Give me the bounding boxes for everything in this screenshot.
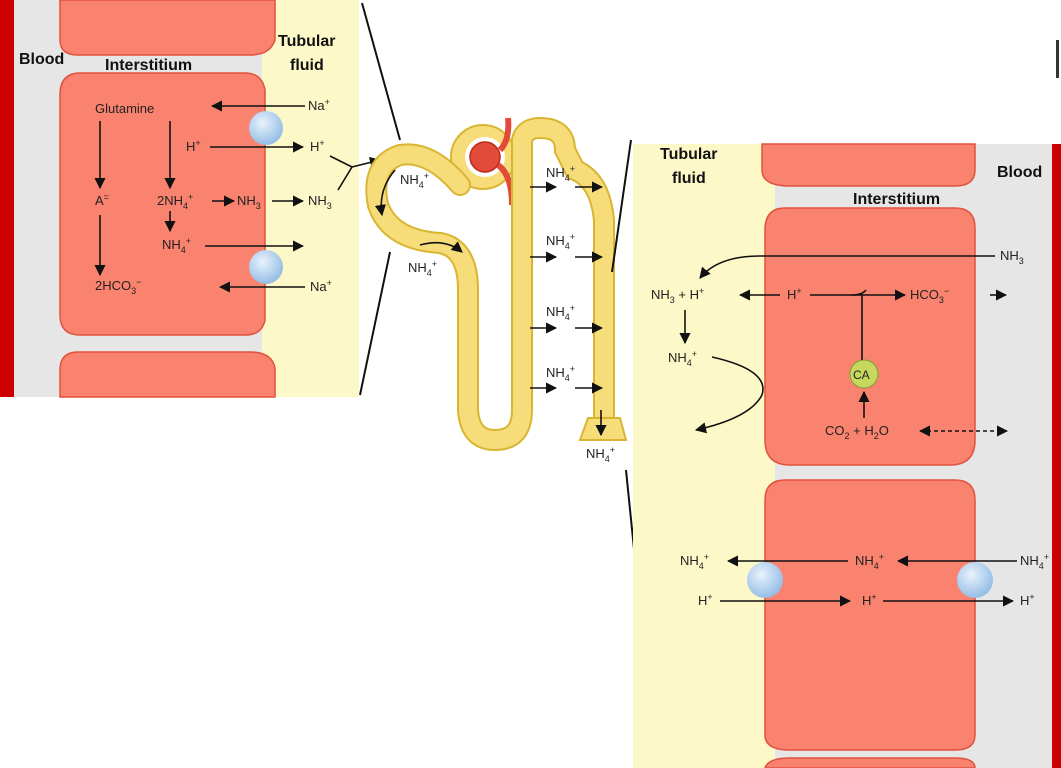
right-nh4-lumen-label: NH4+ bbox=[668, 349, 697, 368]
hco3-label: HCO3− bbox=[910, 286, 949, 305]
collecting-duct-base bbox=[578, 417, 628, 441]
carbonic-anhydrase-circle bbox=[849, 359, 879, 389]
right-blood-strip bbox=[1052, 144, 1061, 768]
right-h-cell-label: H+ bbox=[787, 286, 802, 302]
right-cell-lower bbox=[764, 479, 976, 751]
glutamine-label: Glutamine bbox=[95, 101, 154, 116]
left-zoom-line-bottom bbox=[359, 251, 391, 396]
left-blood-label: Blood bbox=[19, 51, 64, 68]
left-cell-top bbox=[59, 0, 276, 56]
anion-label: A= bbox=[95, 192, 109, 208]
right-tubular-label-2: fluid bbox=[672, 170, 706, 187]
nh4-urine-label: NH4+ bbox=[586, 445, 615, 464]
glomerulus-capillaries bbox=[469, 141, 501, 173]
right-blood-label: Blood bbox=[997, 164, 1042, 181]
right-cell-upper bbox=[764, 207, 976, 466]
proximal-flow-arrow bbox=[374, 169, 396, 217]
nh3-plus-h-label: NH3 + H+ bbox=[651, 286, 704, 305]
right-h-in-label: H+ bbox=[1020, 592, 1035, 608]
nephron: NH4+ NH4+ NH4+ NH4+ NH4+ NH4+ NH4+ bbox=[365, 116, 642, 619]
nh4-loop-label: NH4+ bbox=[408, 259, 437, 278]
right-nh4-in-label: NH4+ bbox=[1020, 552, 1049, 571]
left-panel: Blood Interstitium Tubular fluid Glutami… bbox=[0, 0, 401, 398]
afferent-arteriole bbox=[497, 117, 512, 153]
nh4-collecting-label-3: NH4+ bbox=[546, 303, 575, 322]
left-nh3-lumen-label: NH3 bbox=[308, 193, 332, 211]
right-interstitium-label: Interstitium bbox=[853, 191, 940, 208]
loop-flow-arrow bbox=[419, 241, 463, 253]
right-nh3-blood-label: NH3 bbox=[1000, 248, 1024, 266]
ca-label: CA bbox=[853, 368, 870, 382]
left-blood-strip bbox=[0, 0, 14, 397]
tubule-lumen bbox=[367, 118, 613, 450]
left-carrier-lower bbox=[249, 250, 283, 284]
left-h-cell-label: H+ bbox=[186, 138, 201, 154]
right-panel: CA Tubular fluid Interstitium Blood NH3 … bbox=[633, 40, 1061, 768]
left-carrier-upper bbox=[249, 111, 283, 145]
right-h-out-label: H+ bbox=[698, 592, 713, 608]
nh4-collecting-label-2: NH4+ bbox=[546, 232, 575, 251]
right-carrier-right bbox=[957, 562, 993, 598]
right-cell-top bbox=[761, 143, 976, 187]
right-cell-bottom bbox=[764, 757, 976, 768]
right-tubular-fluid bbox=[633, 144, 783, 768]
nh4-collecting-label-1: NH4+ bbox=[546, 164, 575, 183]
right-nh4-mid-label: NH4+ bbox=[855, 552, 884, 571]
left-nh3-cell-label: NH3 bbox=[237, 193, 261, 211]
co2-h2o-label: CO2 + H2O bbox=[825, 423, 889, 441]
right-nh4-out-label: NH4+ bbox=[680, 552, 709, 571]
right-tubular-label-1: Tubular bbox=[660, 146, 717, 163]
left-nh4-cell-label: NH4+ bbox=[162, 236, 191, 255]
left-h-lumen-label: H+ bbox=[310, 138, 325, 154]
left-tubular-label-2: fluid bbox=[290, 57, 324, 74]
right-h-mid-label: H+ bbox=[862, 592, 877, 608]
nh4-collecting-label-4: NH4+ bbox=[546, 364, 575, 383]
two-hco3-label: 2HCO3− bbox=[95, 277, 141, 296]
left-cell-bottom bbox=[59, 351, 276, 398]
nh4-proximal-label: NH4+ bbox=[400, 171, 429, 190]
left-na-lower-label: Na+ bbox=[310, 278, 332, 294]
left-cell-main bbox=[59, 72, 266, 336]
collecting-duct-arrows bbox=[530, 181, 604, 394]
left-zoom-line-top bbox=[361, 2, 401, 141]
right-edge-mark bbox=[1056, 40, 1059, 78]
left-interstitium-label: Interstitium bbox=[105, 57, 192, 74]
right-arrows bbox=[679, 255, 1017, 607]
two-nh4-label: 2NH4+ bbox=[157, 192, 193, 211]
right-zoom-line-top bbox=[611, 139, 632, 273]
left-tubular-label-1: Tubular bbox=[278, 33, 335, 50]
right-carrier-left bbox=[747, 562, 783, 598]
left-tubular-fluid bbox=[262, 0, 359, 397]
left-arrows bbox=[94, 100, 382, 293]
left-na-upper-label: Na+ bbox=[308, 97, 330, 113]
